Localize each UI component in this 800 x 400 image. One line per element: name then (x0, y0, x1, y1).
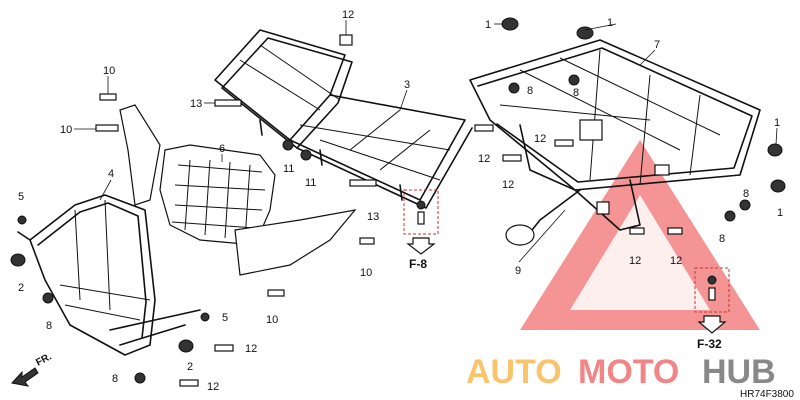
callout-8: 8 (743, 188, 749, 200)
callout-12: 12 (670, 255, 682, 267)
front-grille (119, 104, 357, 276)
fasteners (10, 17, 786, 387)
watermark-logo (520, 140, 760, 330)
band-clamp (505, 224, 535, 246)
watermark-moto: MOTO (578, 353, 679, 391)
callout-10: 10 (266, 314, 278, 326)
callout-7: 7 (654, 39, 660, 51)
callout-8: 8 (46, 320, 52, 332)
callout-13: 13 (190, 98, 202, 110)
watermark-text: AUTO MOTO HUB (466, 353, 776, 391)
callout-8: 8 (573, 87, 579, 99)
arrow-down-icon (697, 315, 727, 334)
diagram-code: HR74F3800 (740, 389, 794, 400)
front-carrier-rack (214, 29, 473, 209)
callout-8: 8 (527, 85, 533, 97)
callout-12: 12 (478, 153, 490, 165)
callout-2: 2 (18, 282, 24, 294)
callout-10: 10 (360, 267, 372, 279)
callout-4: 4 (108, 168, 114, 180)
callout-11: 11 (305, 177, 316, 189)
callout-3: 3 (404, 79, 410, 91)
callout-12: 12 (534, 133, 546, 145)
callout-12: 12 (207, 381, 219, 393)
watermark-auto: AUTO (466, 353, 562, 391)
front-label: FR. (34, 351, 54, 368)
callout-13: 13 (367, 211, 379, 223)
arrow-down-icon (406, 237, 436, 255)
watermark-hub: HUB (702, 353, 776, 391)
callout-1: 1 (485, 19, 491, 31)
callout-6: 6 (219, 143, 225, 155)
callout-12: 12 (629, 255, 641, 267)
callout-12: 12 (342, 9, 354, 21)
callout-8: 8 (112, 373, 118, 385)
reference-f8: F-8 (409, 257, 427, 271)
callout-1: 1 (777, 207, 783, 219)
callout-10: 10 (60, 124, 72, 136)
callout-5: 5 (222, 312, 228, 324)
f8-detail-box (403, 189, 439, 235)
front-bumper (17, 194, 201, 356)
callout-12: 12 (502, 179, 514, 191)
callout-1: 1 (607, 17, 613, 29)
reference-f32: F-32 (697, 337, 722, 351)
callout-2: 2 (187, 361, 193, 373)
callout-9: 9 (515, 265, 521, 277)
front-direction-arrow-icon (11, 367, 39, 387)
callout-8: 8 (719, 233, 725, 245)
callout-12: 12 (245, 343, 257, 355)
callout-5: 5 (18, 191, 24, 203)
f32-detail-box (694, 267, 730, 313)
callout-10: 10 (103, 65, 115, 77)
callout-11: 11 (283, 163, 294, 175)
callout-1: 1 (774, 117, 780, 129)
